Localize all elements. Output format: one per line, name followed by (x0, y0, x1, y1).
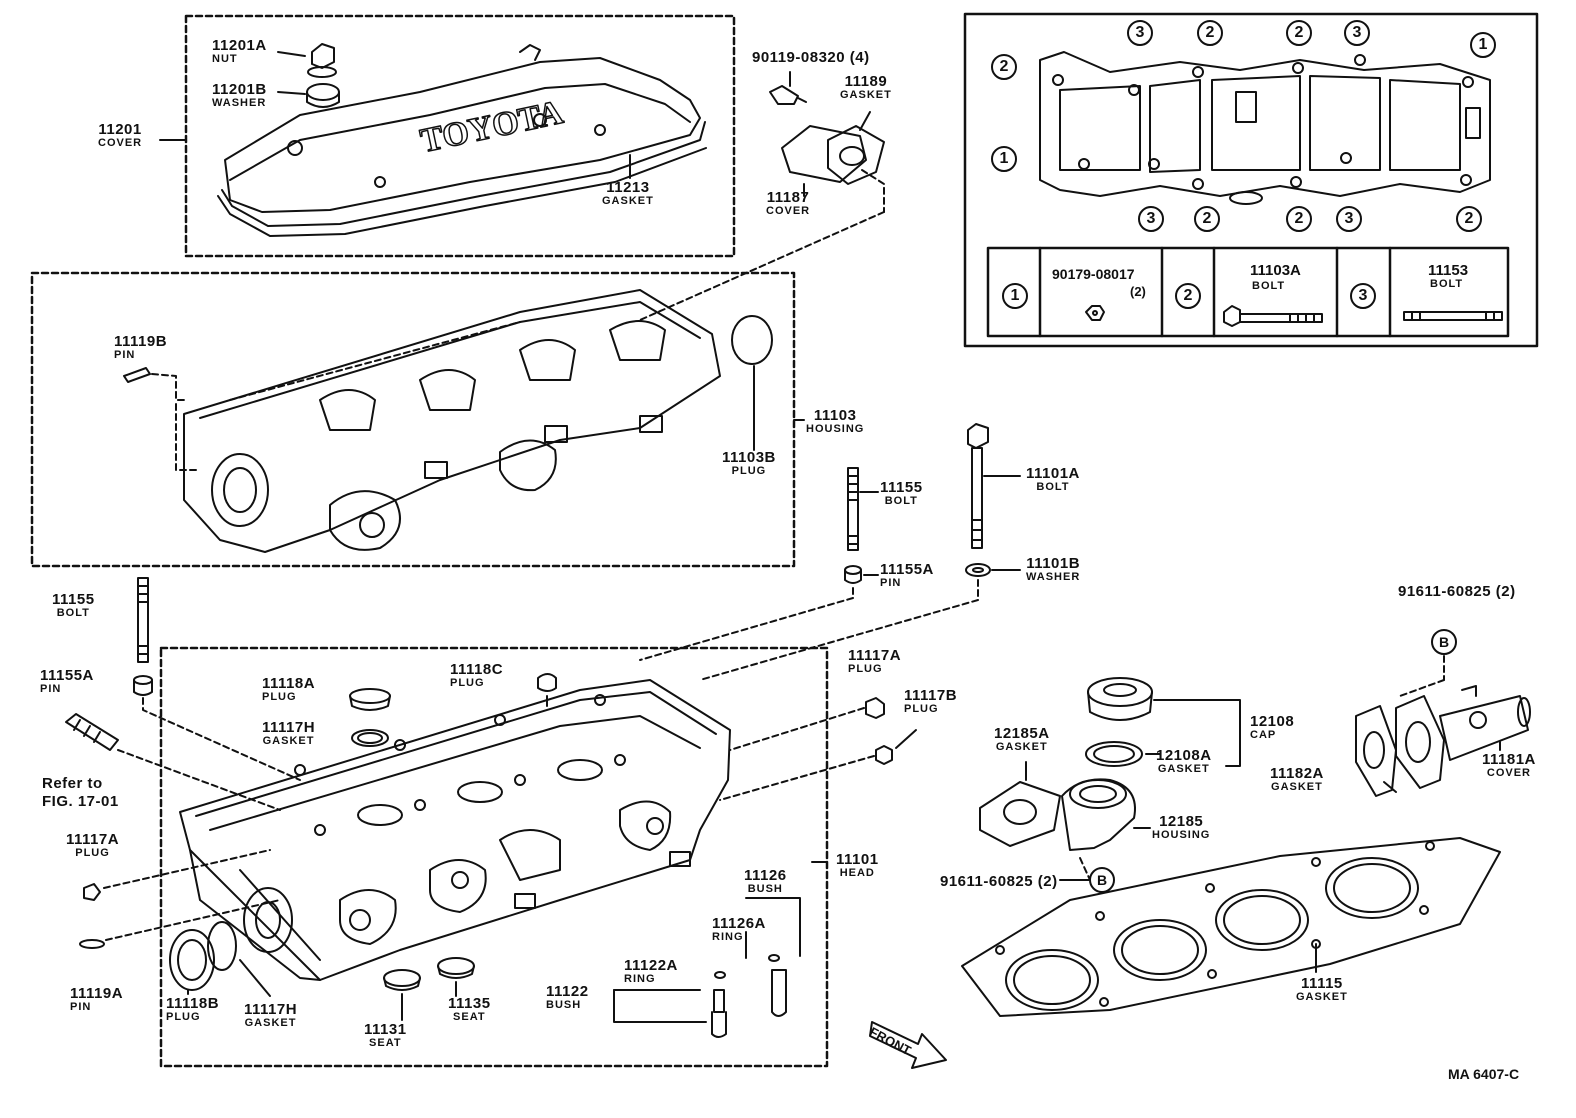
group-box-cover (184, 14, 736, 258)
bolts-left-drawing (65, 577, 301, 949)
bolt-position-2: 2 (1197, 20, 1223, 46)
legend-2-part-number: 11103A (1250, 262, 1301, 279)
legend-1-part-number: 90179-08017 (1052, 266, 1135, 282)
bolt-position-2: 2 (1286, 20, 1312, 46)
legend-key-3: 3 (1350, 283, 1376, 309)
bolt-position-2: 2 (991, 54, 1017, 80)
front-arrow-drawing (869, 1021, 947, 1069)
legend-3-part-number: 11153 (1428, 262, 1469, 279)
label-91611-top: 91611-60825 (2) (1398, 583, 1516, 600)
label-91611-bottom: 91611-60825 (2) (940, 873, 1058, 890)
callout-b-bottom: B (1097, 872, 1108, 888)
legend-2-part-name: BOLT (1252, 280, 1286, 292)
camshaft-housing-drawing (123, 289, 805, 553)
label-90119-08320: 90119-08320 (4) (752, 49, 870, 66)
water-inlet-drawing (1355, 629, 1531, 797)
bolt-position-1: 1 (991, 146, 1017, 172)
bolt-position-3: 3 (1127, 20, 1153, 46)
legend-3-part-name: BOLT (1430, 278, 1464, 290)
head-gasket-drawing (961, 837, 1501, 1017)
bolt-position-2: 2 (1194, 206, 1220, 232)
bolt-position-3: 3 (1336, 206, 1362, 232)
bolt-position-2: 2 (1456, 206, 1482, 232)
group-box-head (159, 646, 829, 1068)
callout-b-top: B (1439, 634, 1450, 650)
svg-text:TOYOTA: TOYOTA (417, 94, 566, 160)
bolt-position-2: 2 (1286, 206, 1312, 232)
legend-1-quantity: (2) (1130, 284, 1146, 299)
cylinder-head-drawing (169, 673, 917, 1038)
legend-key-2: 2 (1175, 283, 1201, 309)
legend-key-1: 1 (1002, 283, 1028, 309)
cam-cover-drawing (639, 71, 885, 321)
group-box-housing (30, 271, 796, 568)
valve-cover-drawing: TOYOTA (159, 43, 707, 237)
bolt-position-3: 3 (1344, 20, 1370, 46)
bolts-middle-drawing (639, 423, 1021, 681)
bolt-pattern-drawing (1039, 51, 1503, 327)
bolt-position-1: 1 (1470, 32, 1496, 58)
refer-note: Refer to FIG. 17-01 (42, 775, 119, 810)
bolt-legend-box (963, 12, 1539, 348)
bolt-position-3: 3 (1138, 206, 1164, 232)
water-outlet-drawing (979, 677, 1241, 893)
figure-code: MA 6407-C (1448, 1066, 1520, 1082)
